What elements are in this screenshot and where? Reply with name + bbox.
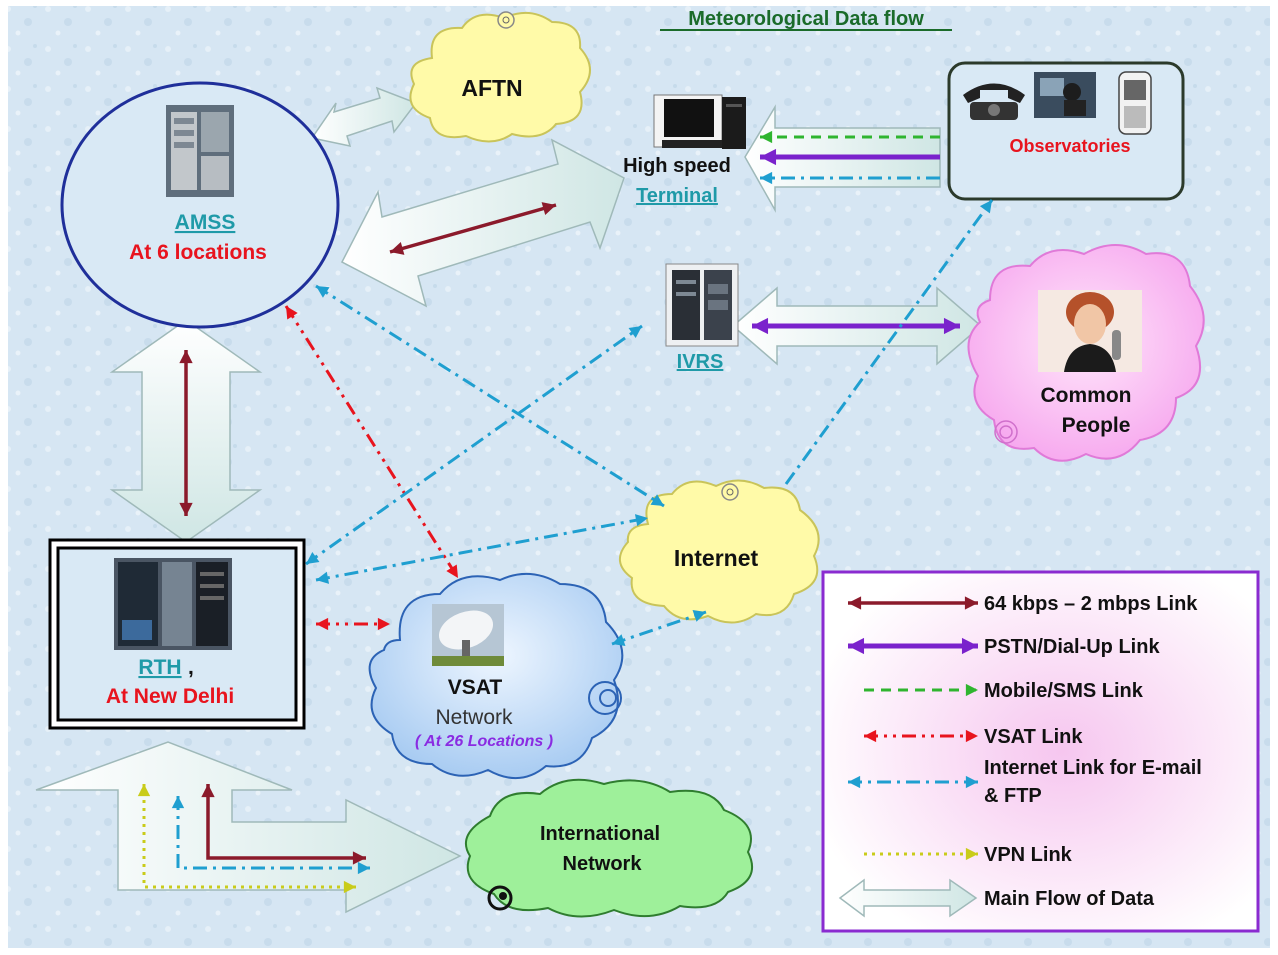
terminal-label-line2: Terminal (636, 185, 718, 207)
amss-sublabel: At 6 locations (129, 241, 267, 264)
legend-pstn-swatch (848, 637, 978, 655)
legend-vpn-swatch (864, 847, 978, 861)
common-people-label-line1: Common (1041, 384, 1132, 407)
legend-box (821, 570, 1260, 933)
amss-vsat-link (284, 305, 460, 579)
link-lines (137, 130, 994, 894)
amss-terminal-64kbps-link (389, 202, 557, 255)
ivrs-label: IVRS (677, 351, 724, 373)
observatories-label: Observatories (1009, 136, 1130, 156)
legend-label-line2: & FTP (984, 785, 1042, 807)
observatories-terminal-mobile-link (760, 130, 940, 144)
rth-international-64kbps-link (201, 784, 366, 865)
rth-equipment-image (114, 558, 232, 650)
diagram-title: Meteorological Data flow (688, 8, 924, 30)
legend-item: VSAT Link (864, 726, 1083, 748)
satellite-dish-image (432, 604, 504, 666)
legend-label: VPN Link (984, 844, 1073, 866)
legend-label: PSTN/Dial-Up Link (984, 636, 1160, 658)
legend-label: Main Flow of Data (984, 888, 1155, 910)
rth-label-suffix: , (188, 656, 194, 679)
legend-internet-swatch (848, 775, 978, 789)
vsat-internet-link (611, 610, 707, 646)
vsat-label-line2: Network (435, 706, 513, 729)
rth-ivrs-internet-link (305, 324, 643, 566)
legend-item: 64 kbps – 2 mbps Link (848, 593, 1198, 615)
legend-item: Main Flow of Data (838, 878, 1155, 918)
rth-international-flow-arrow (35, 741, 462, 914)
internet-observatories-link (784, 199, 994, 485)
observatories-terminal-internet-link (760, 171, 940, 185)
rth-sublabel: At New Delhi (106, 685, 234, 708)
aftn-label: AFTN (461, 75, 522, 101)
mobile-phone-icon (1118, 71, 1152, 135)
terminal-label-line1: High speed (623, 155, 731, 177)
vsat-sublabel: ( At 26 Locations ) (415, 733, 553, 750)
legend-mobile-swatch (864, 683, 978, 697)
rth-international-internet-link (171, 796, 370, 875)
legend-label: Mobile/SMS Link (984, 680, 1144, 702)
international-label-line2: Network (563, 853, 643, 875)
legend-label: Internet Link for E-mail (984, 757, 1202, 779)
amss-terminal-flow-arrow (340, 138, 625, 308)
ivrs-common-people-pstn-link (752, 317, 960, 335)
terminal-computer-image (653, 94, 746, 149)
amss-node[interactable] (60, 81, 340, 329)
international-network-node[interactable] (465, 778, 753, 918)
rth-international-vpn-link (137, 784, 356, 894)
legend-item: VPN Link (864, 844, 1073, 866)
rth-vsat-link (316, 617, 390, 631)
legend-item: Internet Link for E-mail & FTP (848, 757, 1202, 807)
amss-equipment-image (166, 105, 234, 197)
internet-label: Internet (674, 545, 759, 571)
weather-office-image (1034, 72, 1096, 118)
legend-64kbps-swatch (848, 596, 978, 610)
person-on-phone-image (1038, 290, 1142, 372)
vsat-label-line1: VSAT (448, 676, 503, 699)
legend-label: VSAT Link (984, 726, 1083, 748)
legend-main-flow-swatch (838, 878, 978, 918)
common-people-label-line2: People (1062, 414, 1131, 437)
amss-rth-64kbps-link (179, 350, 193, 516)
legend-vsat-swatch (864, 729, 978, 743)
rth-label: RTH (138, 656, 181, 679)
telephone-icon (963, 83, 1025, 120)
international-label-line1: International (540, 823, 660, 845)
rth-internet-link (315, 514, 649, 584)
amss-label: AMSS (175, 211, 236, 234)
aftn-node[interactable] (409, 11, 591, 143)
legend-label: 64 kbps – 2 mbps Link (984, 593, 1198, 615)
internet-node[interactable] (619, 479, 820, 624)
observatories-terminal-pstn-link (760, 148, 940, 166)
legend-item: PSTN/Dial-Up Link (848, 636, 1160, 658)
legend-item: Mobile/SMS Link (864, 680, 1144, 702)
amss-internet-link (315, 284, 665, 508)
ivrs-equipment-image (665, 263, 739, 347)
